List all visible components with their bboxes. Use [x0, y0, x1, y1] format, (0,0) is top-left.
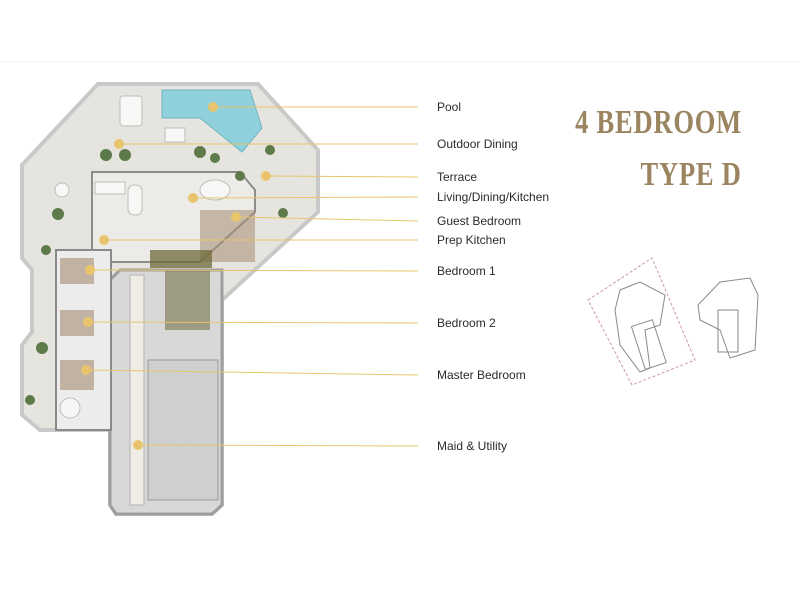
label-guest-bedroom: Guest Bedroom: [437, 214, 522, 228]
furniture: [54, 95, 231, 419]
title-line-2: TYPE D: [640, 156, 742, 193]
marker-pool: [208, 102, 218, 112]
leader-line-terrace: [265, 175, 419, 178]
title-line-1: 4 BEDROOM: [575, 104, 742, 141]
label-living-dining-kitchen: Living/Dining/Kitchen: [437, 190, 550, 204]
room-leaders: [81, 102, 419, 450]
label-bedroom-2: Bedroom 2: [437, 316, 496, 330]
leader-line-living-dining-kitchen: [192, 196, 419, 199]
marker-living-dining-kitchen: [188, 193, 198, 203]
marker-master-bedroom: [81, 365, 91, 375]
marker-maid-utility: [133, 440, 143, 450]
leader-line-bedroom-2: [87, 321, 419, 324]
marker-outdoor-dining: [114, 139, 124, 149]
key-plan: [587, 257, 759, 386]
leader-line-bedroom-1: [89, 269, 419, 272]
label-maid-utility: Maid & Utility: [437, 439, 508, 453]
label-terrace: Terrace: [437, 170, 478, 184]
label-prep-kitchen: Prep Kitchen: [437, 233, 506, 247]
marker-bedroom-2: [83, 317, 93, 327]
marker-prep-kitchen: [99, 235, 109, 245]
label-outdoor-dining: Outdoor Dining: [437, 137, 518, 151]
label-pool: Pool: [437, 100, 462, 114]
leader-line-guest-bedroom: [235, 216, 419, 222]
pool-shape: [161, 89, 263, 153]
leader-line-maid-utility: [137, 444, 419, 447]
leader-line-master-bedroom: [85, 369, 419, 376]
marker-terrace: [261, 171, 271, 181]
label-master-bedroom: Master Bedroom: [437, 368, 526, 382]
greenery: [25, 145, 288, 405]
label-bedroom-1: Bedroom 1: [437, 264, 496, 278]
marker-guest-bedroom: [231, 212, 241, 222]
marker-bedroom-1: [85, 265, 95, 275]
